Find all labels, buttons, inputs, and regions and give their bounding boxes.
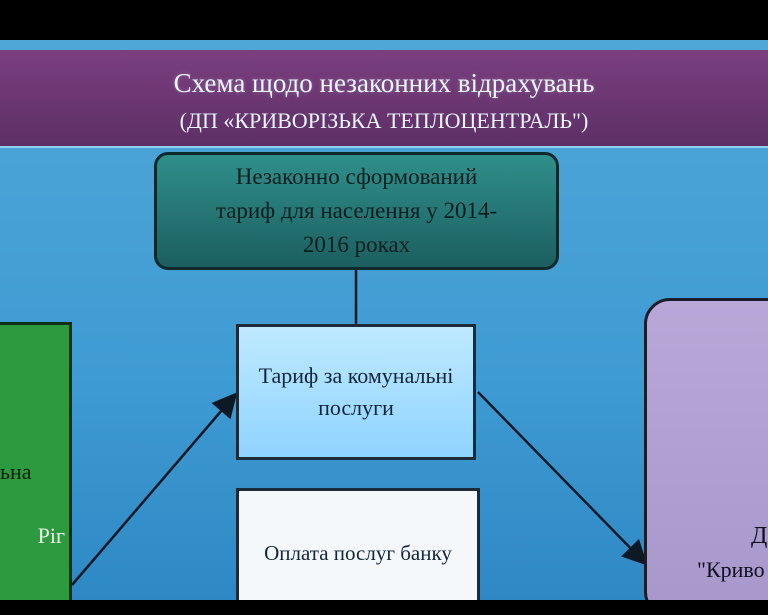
slide-title: Схема щодо незаконних відрахувань — [173, 68, 595, 98]
tariff-node: Незаконно сформований тариф для населенн… — [154, 152, 559, 270]
left-partial-node: ьна Ріг — [0, 322, 72, 600]
slide-header: Схема щодо незаконних відрахувань (ДП «К… — [0, 50, 768, 148]
right-partial-node: Д "Криво — [644, 298, 768, 600]
tariff-node-line2: тариф для населення у 2014- — [215, 198, 498, 223]
left-partial-line1: ьна — [0, 459, 32, 484]
tariff-node-line3: 2016 роках — [302, 232, 411, 257]
slide: Схема щодо незаконних відрахувань (ДП «К… — [0, 40, 768, 600]
arrow-services-to-right — [477, 391, 648, 566]
right-partial-line2: "Криво — [697, 557, 765, 582]
right-partial-line1: Д — [751, 523, 768, 549]
services-node: Тариф за комунальні послуги — [236, 324, 476, 460]
arrow-left-to-services — [71, 392, 238, 586]
bank-node-label: Оплата послуг банку — [264, 540, 452, 565]
services-node-line2: послуги — [318, 395, 394, 420]
bank-node: Оплата послуг банку — [236, 488, 480, 600]
connector-layer — [71, 270, 648, 586]
services-node-line1: Тариф за комунальні — [258, 363, 454, 388]
slide-subtitle: (ДП «КРИВОРІЗЬКА ТЕПЛОЦЕНТРАЛЬ") — [179, 108, 589, 133]
tariff-node-line1: Незаконно сформований — [235, 164, 478, 189]
left-partial-line2: Ріг — [37, 523, 65, 548]
